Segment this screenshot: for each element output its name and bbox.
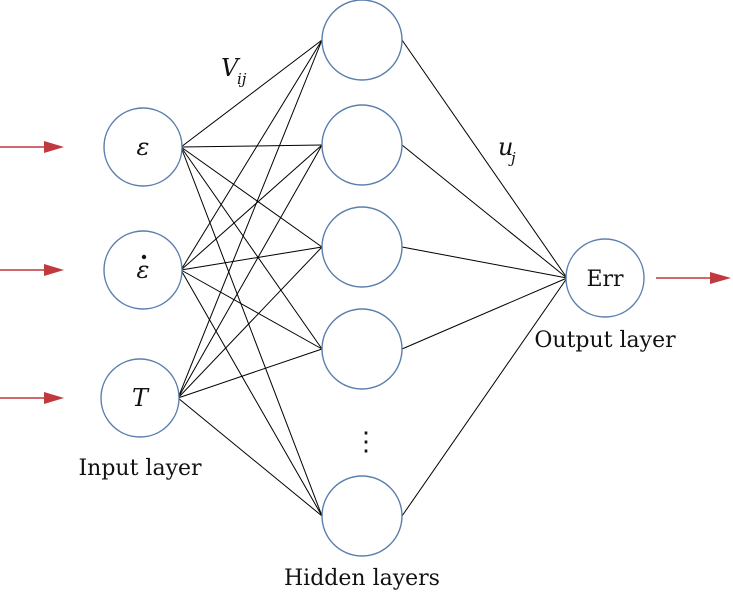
hidden-node-0 — [321, 0, 403, 81]
hidden-node-2 — [321, 206, 403, 288]
signal-arrows — [0, 141, 731, 404]
input-node-temperature: T — [100, 358, 180, 438]
edge-input0-hidden4 — [180, 146, 323, 517]
input-symbol-epsilon-dot: ε — [137, 256, 150, 284]
edge-input0-hidden2 — [180, 146, 323, 248]
input-layer-label: Input layer — [78, 456, 202, 481]
edge-input0-hidden3 — [180, 146, 323, 350]
input-symbol-epsilon: ε — [137, 133, 150, 161]
hidden-layers-label: Hidden layers — [284, 566, 440, 591]
weight-label-vij: V ij — [221, 54, 247, 88]
input-node-circle — [100, 358, 180, 438]
network-nodes: ε εT Err — [100, 0, 645, 557]
edge-input0-hidden1 — [180, 144, 323, 148]
edge-input1-hidden2 — [180, 246, 323, 271]
edge-hidden3-output — [401, 277, 568, 350]
edge-input2-hidden1 — [177, 144, 323, 399]
input-node-epsilon-dot: ε — [103, 230, 183, 310]
edge-hidden4-output — [401, 277, 568, 517]
input-node-epsilon: ε — [103, 107, 183, 187]
edge-input0-hidden0 — [180, 39, 323, 148]
derivative-dot — [141, 254, 147, 260]
output-layer-label: Output layer — [534, 328, 676, 353]
weight-symbol-v: V — [221, 54, 241, 82]
output-node-err: Err — [565, 238, 645, 318]
edge-input1-hidden1 — [180, 144, 323, 271]
weight-subscript-j: j — [508, 149, 516, 167]
output-arrowhead — [710, 272, 731, 284]
edge-input1-hidden3 — [180, 269, 323, 350]
hidden-node-3 — [321, 308, 403, 390]
input-arrowhead-1 — [44, 264, 64, 276]
edge-input2-hidden2 — [177, 246, 323, 399]
weight-subscript-ij: ij — [237, 70, 247, 88]
weight-label-uj: u j — [498, 133, 516, 167]
hidden-ellipsis: ⋮ — [353, 427, 379, 457]
edge-hidden0-output — [401, 39, 568, 279]
connection-edges — [177, 39, 568, 517]
hidden-node-4 — [321, 475, 403, 557]
edge-input2-hidden3 — [177, 348, 323, 399]
edge-hidden2-output — [401, 246, 568, 279]
input-arrowhead-0 — [44, 141, 64, 153]
output-node-circle — [565, 238, 645, 318]
hidden-node-1 — [321, 104, 403, 186]
input-symbol-temperature: T — [132, 384, 150, 412]
edge-hidden1-output — [401, 144, 568, 279]
edge-input1-hidden4 — [180, 269, 323, 517]
input-node-circle — [103, 230, 183, 310]
input-node-circle — [103, 107, 183, 187]
edge-input1-hidden0 — [180, 39, 323, 271]
input-arrowhead-2 — [44, 392, 64, 404]
edge-input2-hidden0 — [177, 39, 323, 399]
weight-symbol-u: u — [498, 133, 513, 161]
output-label-err: Err — [586, 267, 624, 292]
edge-input2-hidden4 — [177, 397, 323, 517]
